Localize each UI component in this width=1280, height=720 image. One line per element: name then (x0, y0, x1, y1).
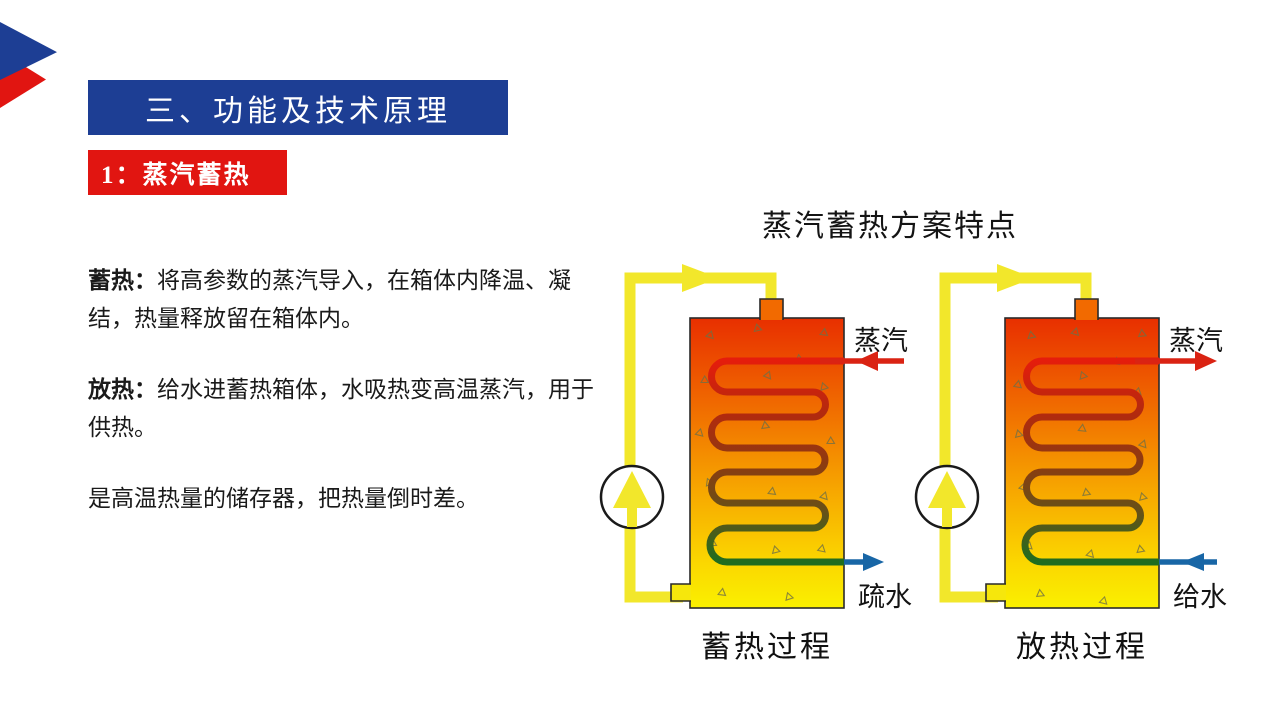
discharging-process-diagram: 蒸汽 给水 放热过程 (914, 264, 1227, 664)
steam-label: 蒸汽 (854, 326, 908, 356)
water-port: 疏水 (844, 553, 912, 612)
circulation-pump (914, 464, 980, 530)
storage-tank (985, 298, 1160, 609)
paragraph-discharging-text: 给水进蓄热箱体，水吸热变高温蒸汽，用于供热。 (88, 377, 594, 440)
topic-badge: 1：蒸汽蓄热 (88, 150, 287, 195)
body-text-block: 蓄热：将高参数的蒸汽导入，在箱体内降温、凝结，热量释放留在箱体内。 放热：给水进… (88, 262, 608, 551)
steam-port: 蒸汽 (1135, 326, 1223, 371)
steam-label: 蒸汽 (1169, 326, 1223, 356)
section-banner-title: 三、功能及技术原理 (145, 94, 451, 128)
diagram-caption: 蓄热过程 (701, 631, 833, 664)
water-port: 给水 (1159, 553, 1227, 612)
water-arrow-in-icon (1182, 553, 1204, 571)
circulation-loop-pipe (624, 264, 777, 603)
figure-title: 蒸汽蓄热方案特点 (762, 210, 1018, 243)
paragraph-summary-text: 是高温热量的储存器，把热量倒时差。 (88, 486, 479, 511)
charging-process-diagram: 蒸汽 疏水 蓄热过程 (599, 264, 912, 664)
pump-up-arrow-icon (928, 471, 966, 508)
aggregate-triangles (1012, 326, 1149, 605)
pump-up-arrow-icon (613, 471, 651, 508)
steam-port: 蒸汽 (820, 326, 908, 371)
heat-exchanger-coil (706, 357, 844, 566)
water-label: 给水 (1173, 582, 1227, 612)
aggregate-triangles (694, 323, 836, 601)
paragraph-discharging-lead: 放热： (88, 377, 157, 402)
diagram-caption: 放热过程 (1016, 631, 1148, 664)
steam-arrow-out-icon (1195, 351, 1217, 371)
water-arrow-out-icon (863, 553, 884, 571)
flow-arrow-right-icon (997, 264, 1034, 292)
paragraph-discharging: 放热：给水进蓄热箱体，水吸热变高温蒸汽，用于供热。 (88, 371, 608, 447)
paragraph-charging: 蓄热：将高参数的蒸汽导入，在箱体内降温、凝结，热量释放留在箱体内。 (88, 262, 608, 338)
tank-top-nozzle (1074, 298, 1099, 320)
flow-arrow-right-icon (682, 264, 719, 292)
storage-tank (670, 298, 845, 609)
heat-exchanger-coil (1021, 357, 1159, 566)
paragraph-charging-lead: 蓄热： (88, 268, 157, 293)
water-label: 疏水 (858, 582, 912, 612)
tank-bottom-nozzle (985, 583, 1006, 602)
paragraph-summary: 是高温热量的储存器，把热量倒时差。 (88, 480, 608, 518)
section-banner: 三、功能及技术原理 (88, 80, 508, 135)
topic-badge-label: 1：蒸汽蓄热 (101, 161, 251, 189)
tank-top-nozzle (759, 298, 784, 320)
circulation-pump (599, 464, 665, 530)
paragraph-charging-text: 将高参数的蒸汽导入，在箱体内降温、凝结，热量释放留在箱体内。 (88, 268, 571, 331)
tank-bottom-nozzle (670, 583, 691, 602)
steam-arrow-in-icon (856, 351, 878, 371)
circulation-loop-pipe (939, 264, 1092, 603)
